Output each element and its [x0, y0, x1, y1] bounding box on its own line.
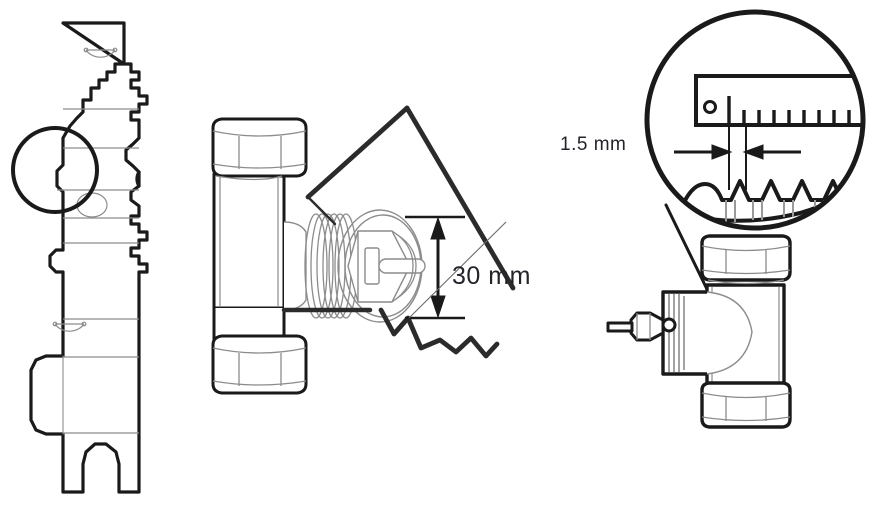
- side-port-bulge-right: [706, 291, 753, 375]
- dim-30-arrow-top: [430, 216, 446, 240]
- ruler-hanging-hole: [703, 100, 717, 114]
- stem-assembly-inner-right: [636, 313, 651, 340]
- break-boundary-right-leg: [404, 105, 516, 291]
- handle-cut-top-left-dot: [83, 47, 89, 53]
- magnifier-contents: [674, 74, 863, 223]
- ruler-minor-ticks: [742, 110, 851, 125]
- side-cap-ribs-right: [668, 294, 685, 372]
- top-hex-nut-outline: [211, 117, 308, 178]
- top-hex-nut-facets-right: [701, 245, 791, 275]
- top-hex-nut-mid: [211, 117, 308, 178]
- handle-cut-bottom: [54, 323, 85, 332]
- top-hex-nut-facets: [212, 130, 307, 169]
- break-leader-mid: [306, 195, 337, 226]
- pitch-projection-lines: [728, 125, 747, 190]
- bottom-hex-nut-mid: [211, 334, 308, 395]
- thread-profile-peaks: [677, 174, 863, 223]
- valve-body-inner-lines-mid: [219, 176, 279, 306]
- top-neck-mid: [215, 175, 283, 181]
- left-profile-outline: [29, 21, 149, 494]
- bottom-hex-nut-facets-right: [701, 392, 791, 422]
- dimension-label-30mm: 30 mm: [452, 262, 531, 290]
- dim-30-thin-leader: [408, 221, 507, 319]
- break-boundary-left-leg: [305, 105, 410, 200]
- dimension-label-15mm: 1.5 mm: [560, 134, 627, 155]
- side-port-shoulder-outline: [283, 221, 307, 233]
- leader-anchor-dot: [661, 317, 677, 333]
- handle-cut-bottom-left-dot: [52, 321, 58, 327]
- left-right-notch-arc: [135, 170, 141, 188]
- dimension-30mm: [405, 215, 465, 320]
- top-hex-nut-right: [700, 234, 792, 282]
- bottom-hex-nut-facets: [212, 347, 307, 386]
- left-fold-lines: [57, 108, 139, 434]
- handle-cut-top-right-dot: [112, 47, 118, 53]
- handle-cut-bottom-right-dot: [81, 321, 87, 327]
- dimension-15mm-arrows: [674, 144, 801, 160]
- dim-30-arrow-bottom: [430, 295, 446, 319]
- handle-cut-top: [85, 49, 116, 58]
- bottom-hex-nut-outline: [211, 334, 308, 395]
- bottom-hex-nut-right: [700, 381, 792, 429]
- stem-pin-right: [606, 321, 634, 333]
- plug-arcs-mid: [391, 230, 417, 303]
- detail-circle-notch: [11, 126, 99, 214]
- section-break-boundary: [305, 105, 516, 291]
- zigzag-break-line: [378, 307, 500, 359]
- stem-assembly-right: [606, 311, 665, 342]
- magnified-detail-circle: [644, 9, 866, 231]
- top-neck-right: [707, 279, 785, 285]
